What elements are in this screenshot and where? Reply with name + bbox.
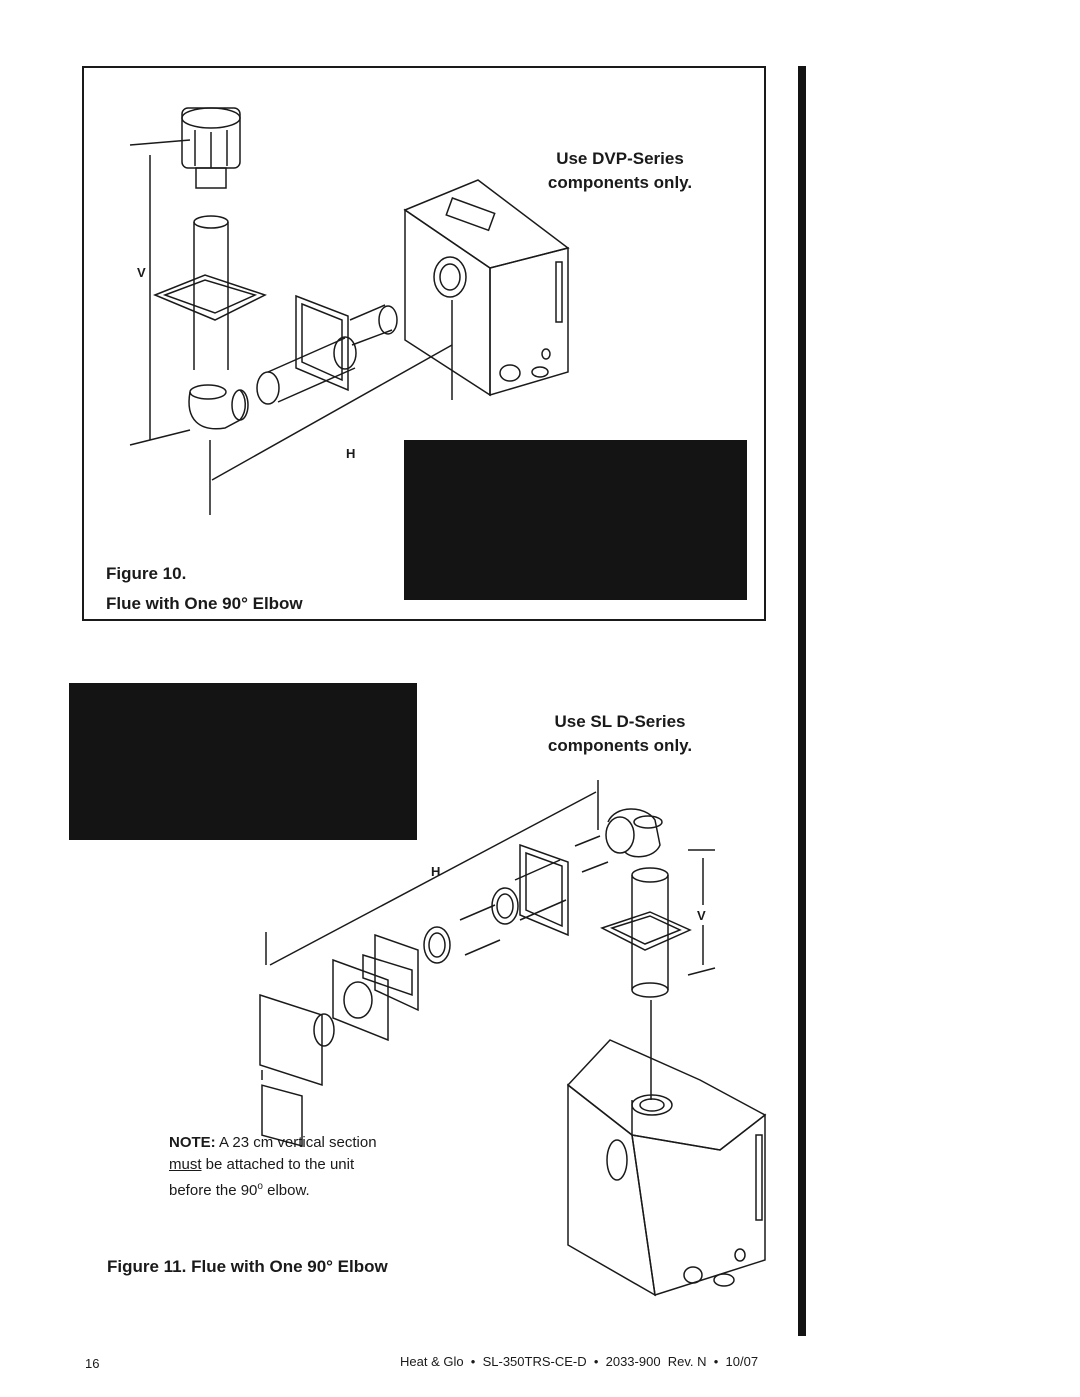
- note-text-4: elbow.: [262, 1182, 310, 1199]
- callout-line-2: components only.: [547, 736, 693, 755]
- redaction-box: [404, 440, 747, 600]
- page-number: 16: [85, 1356, 100, 1371]
- dimension-h-label: H: [431, 864, 441, 879]
- callout-line-1: Use DVP-Series: [556, 149, 684, 168]
- figure-10-caption: Flue with One 90° Elbow: [106, 594, 303, 613]
- dimension-v-label: V: [137, 265, 146, 280]
- callout-line-2: components only.: [547, 173, 693, 192]
- page-edge-bar: [798, 66, 806, 1336]
- note-text-1: A 23 cm vertical section: [215, 1134, 377, 1151]
- note-line-1: NOTE: A 23 cm vertical section: [169, 1132, 419, 1154]
- redaction-box: [69, 683, 417, 840]
- figure-11-callout: Use SL D-Series components only.: [500, 710, 740, 758]
- degree-mark: o: [257, 1181, 263, 1192]
- note-text-2: be attached to the unit: [201, 1156, 355, 1173]
- note-text-3: before the 90: [169, 1182, 258, 1199]
- figure-10-frame: [82, 66, 766, 621]
- callout-line-1: Use SL D-Series: [554, 712, 686, 731]
- installation-note: NOTE: A 23 cm vertical section must be a…: [169, 1132, 419, 1202]
- figure-10-callout: Use DVP-Series components only.: [500, 147, 740, 195]
- dimension-v-label: V: [697, 908, 706, 923]
- figure-10-label: Figure 10.: [106, 564, 187, 583]
- note-line-3: before the 90o elbow.: [169, 1176, 419, 1202]
- dimension-h-label: H: [346, 446, 356, 461]
- footer-doc-info: Heat & Glo • SL-350TRS-CE-D • 2033-900 R…: [400, 1354, 759, 1369]
- note-emphasis: must: [169, 1156, 202, 1173]
- note-label: NOTE:: [169, 1134, 216, 1151]
- note-line-2: must be attached to the unit: [169, 1154, 419, 1176]
- figure-11-caption: Figure 11. Flue with One 90° Elbow: [107, 1257, 388, 1276]
